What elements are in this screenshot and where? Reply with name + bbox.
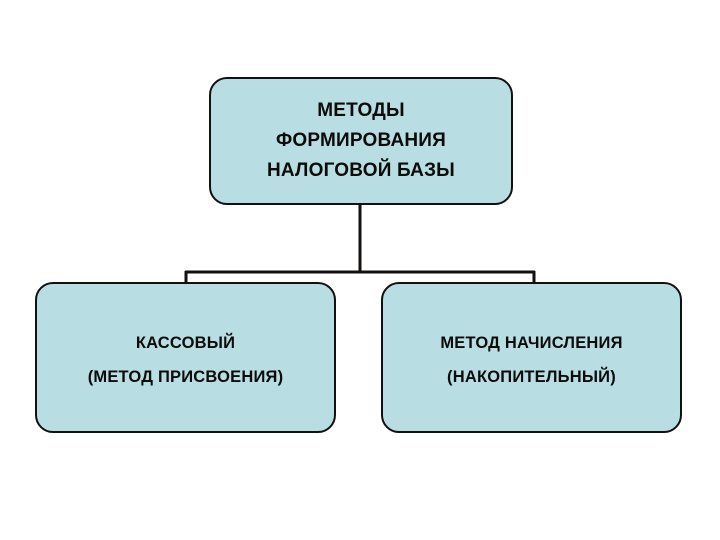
node-cash-method-text: КАССОВЫЙ (МЕТОД ПРИСВОЕНИЯ)	[88, 326, 284, 394]
node-accrual-method-line-2: (НАКОПИТЕЛЬНЫЙ)	[447, 367, 616, 386]
node-root-line-3: НАЛОГОВОЙ БАЗЫ	[266, 160, 455, 181]
node-accrual-method-text: МЕТОД НАЧИСЛЕНИЯ (НАКОПИТЕЛЬНЫЙ)	[440, 326, 622, 394]
node-accrual-method-line-1: МЕТОД НАЧИСЛЕНИЯ	[440, 333, 623, 352]
node-root: МЕТОДЫ ФОРМИРОВАНИЯ НАЛОГОВОЙ БАЗЫ	[209, 77, 513, 205]
node-cash-method: КАССОВЫЙ (МЕТОД ПРИСВОЕНИЯ)	[35, 282, 336, 433]
node-root-line-1: МЕТОДЫ	[317, 100, 405, 121]
node-cash-method-line-2: (МЕТОД ПРИСВОЕНИЯ)	[87, 367, 284, 386]
node-accrual-method: МЕТОД НАЧИСЛЕНИЯ (НАКОПИТЕЛЬНЫЙ)	[381, 282, 682, 433]
node-root-line-2: ФОРМИРОВАНИЯ	[275, 130, 447, 151]
node-cash-method-line-1: КАССОВЫЙ	[135, 333, 236, 352]
